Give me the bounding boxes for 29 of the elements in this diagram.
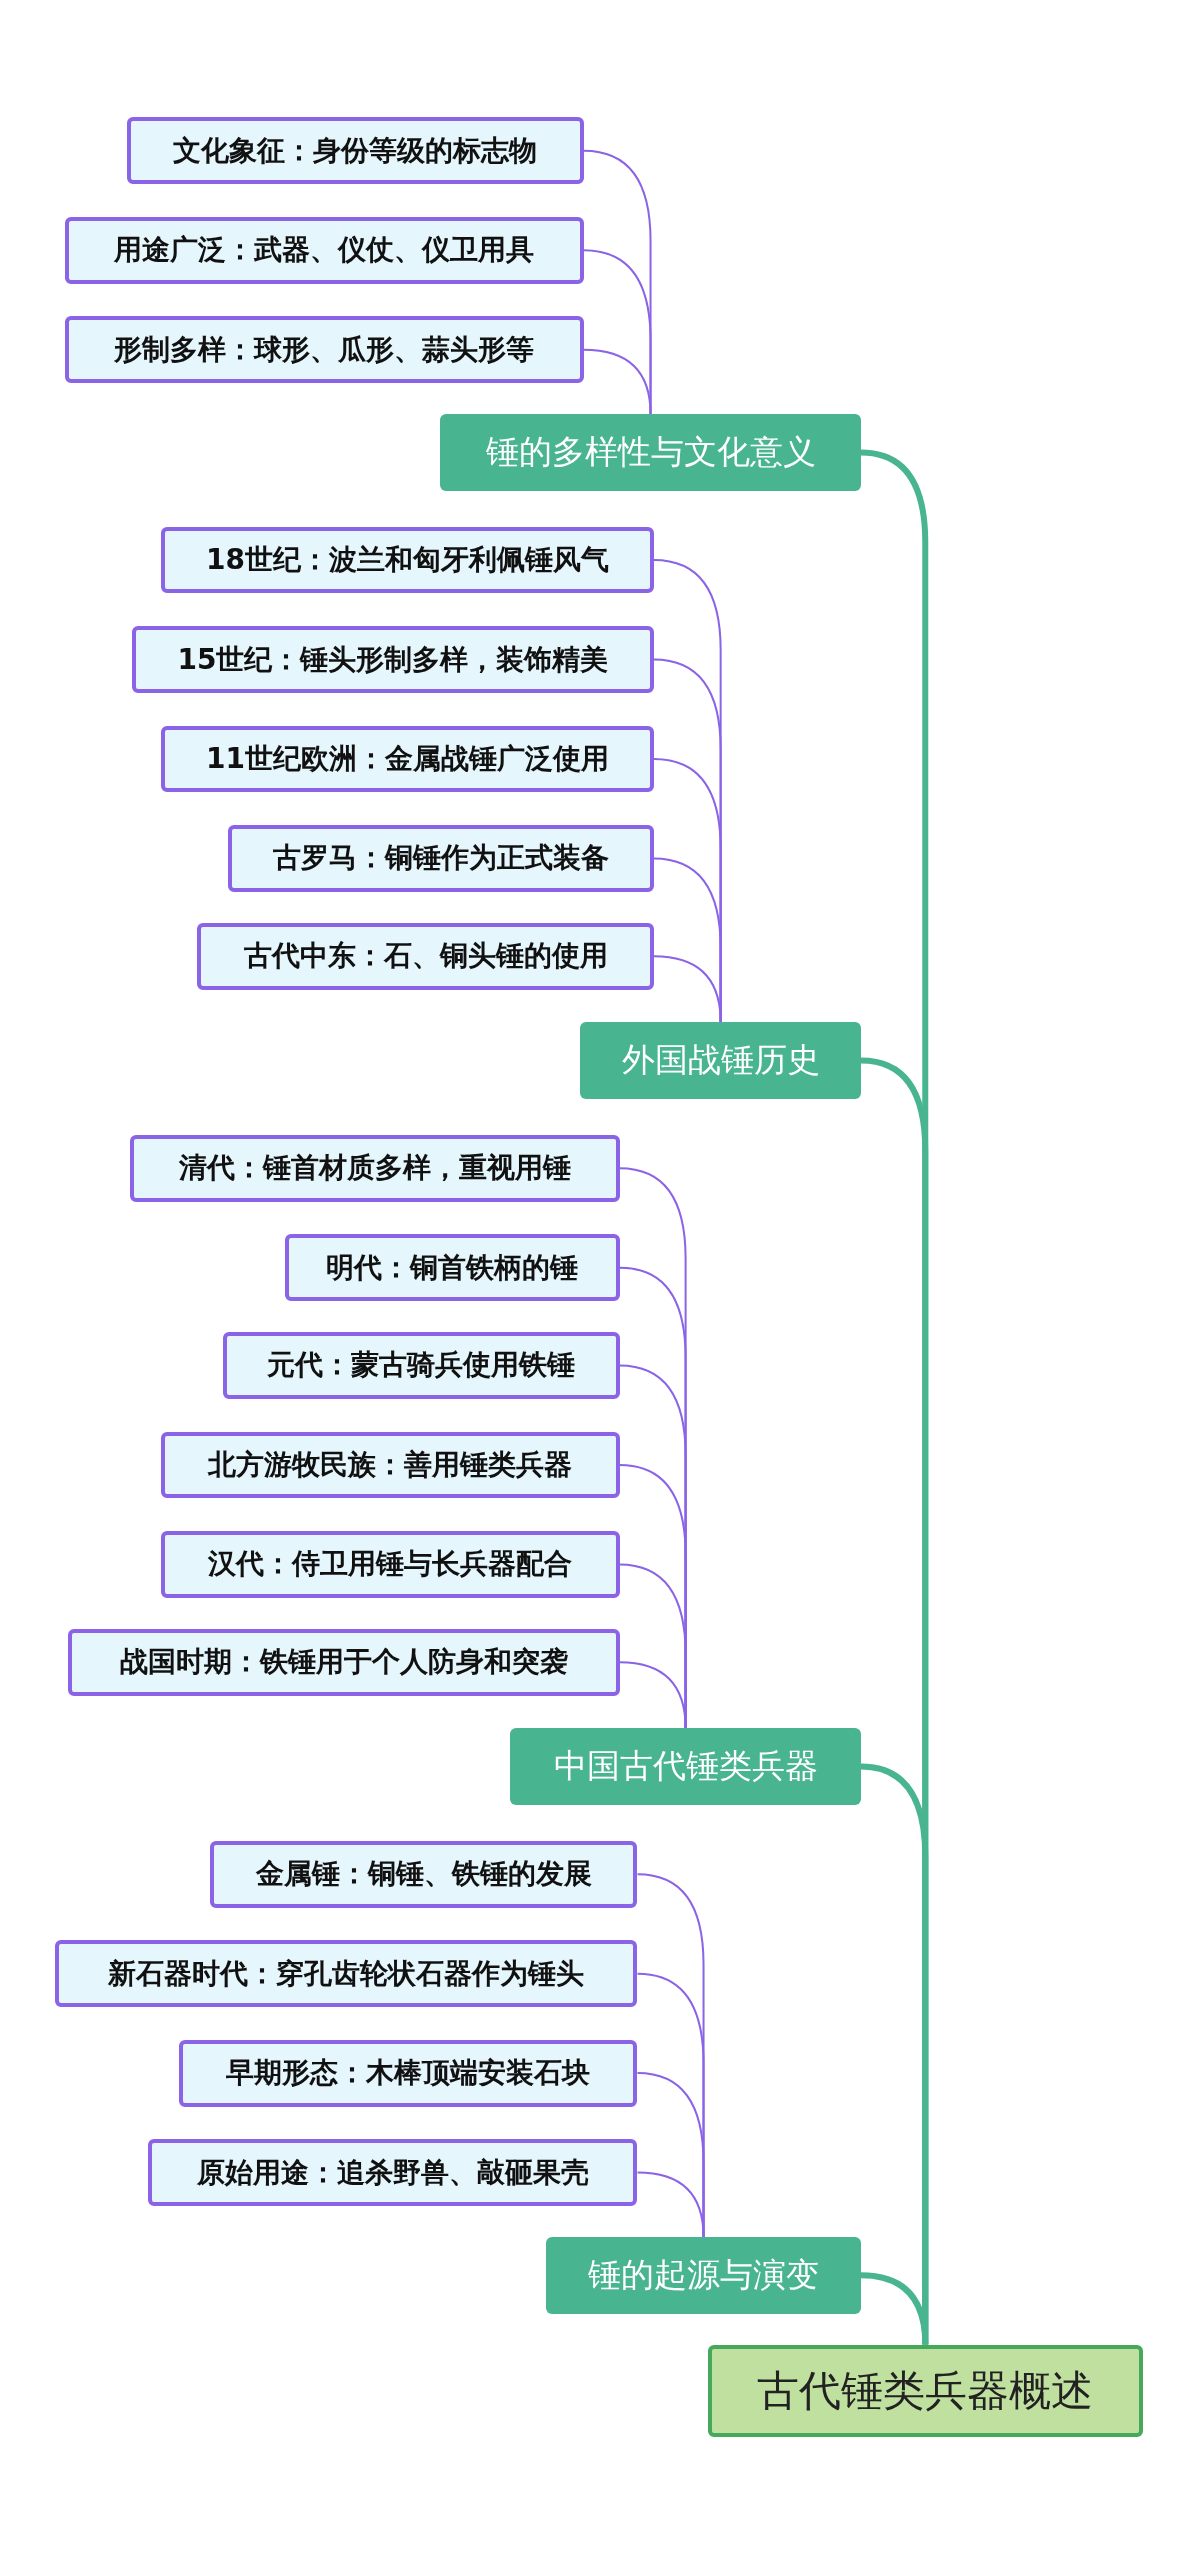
connector-line (652, 955, 722, 1024)
branch-box: 中国古代锤类兵器 (510, 1728, 861, 1805)
topic-box: 古代中东：石、铜头锤的使用 (197, 922, 654, 990)
topic-box: 战国时期：铁锤用于个人防身和突袭 (68, 1628, 620, 1696)
topic-box: 北方游牧民族：善用锤类兵器 (161, 1431, 620, 1499)
topic-box: 18世纪：波兰和匈牙利佩锤风气 (161, 526, 654, 594)
topic-box: 新石器时代：穿孔齿轮状石器作为锤头 (55, 1940, 638, 2008)
topic-box: 明代：铜首铁柄的锤 (285, 1234, 620, 1302)
topic-box: 古罗马：铜锤作为正式装备 (228, 825, 654, 892)
connector-line (618, 1661, 687, 1730)
topic-box: 用途广泛：武器、仪仗、仪卫用具 (65, 216, 584, 284)
central-topic-box: 古代锤类兵器概述 (707, 2344, 1143, 2438)
topic-box: 11世纪欧洲：金属战锤广泛使用 (161, 725, 654, 793)
branch-box: 锤的起源与演变 (546, 2236, 861, 2314)
topic-box: 文化象征：身份等级的标志物 (127, 117, 584, 185)
connector-line (582, 249, 652, 416)
topic-box: 清代：锤首材质多样，重视用锤 (130, 1134, 620, 1202)
branch-box: 外国战锤历史 (580, 1022, 861, 1099)
connector-line (582, 348, 652, 416)
topic-box: 汉代：侍卫用锤与长兵器配合 (161, 1530, 620, 1598)
connector-line (636, 2072, 705, 2238)
topic-box: 早期形态：木棒顶端安装石块 (179, 2039, 638, 2107)
topic-box: 原始用途：追杀野兽、敲砸果壳 (148, 2139, 638, 2206)
topic-box: 15世纪：锤头形制多样，装饰精美 (132, 626, 654, 693)
topic-box: 元代：蒙古骑兵使用铁锤 (223, 1332, 620, 1399)
connector-line (636, 2171, 705, 2238)
topic-box: 金属锤：铜锤、铁锤的发展 (210, 1840, 638, 1908)
branch-box: 锤的多样性与文化意义 (440, 414, 861, 491)
topic-box: 形制多样：球形、瓜形、蒜头形等 (65, 316, 584, 384)
